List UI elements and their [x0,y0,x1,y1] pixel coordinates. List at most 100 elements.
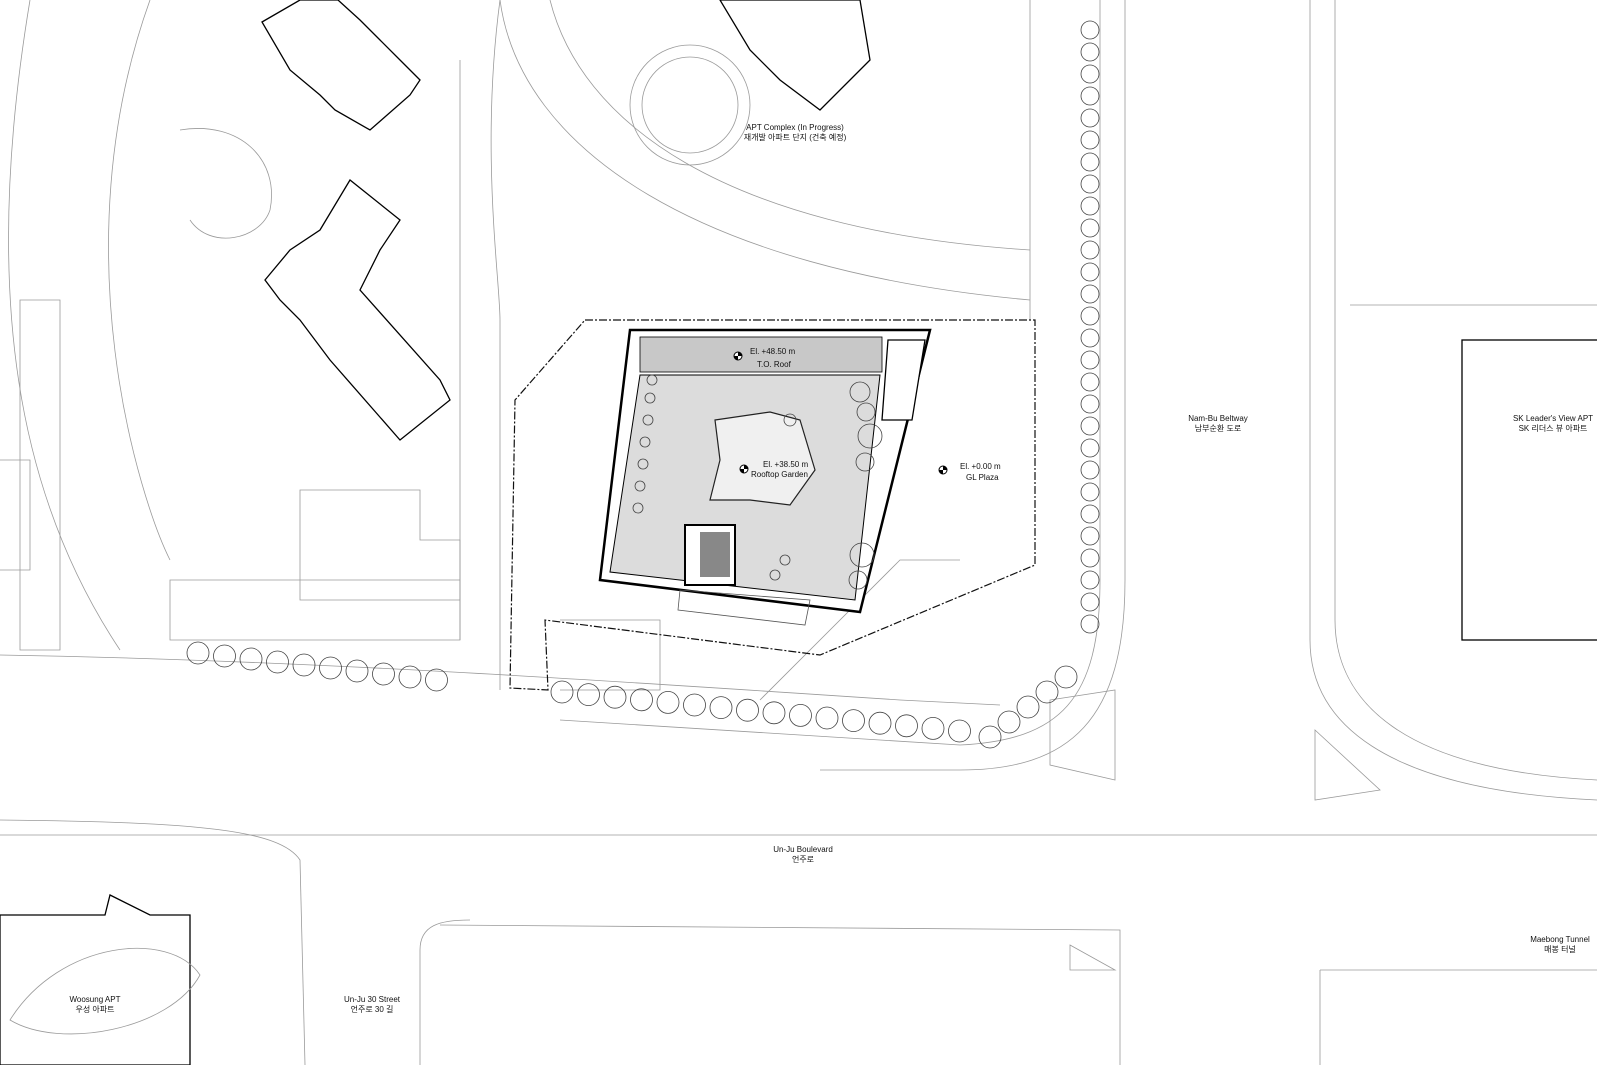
elevation-marker-roof: El. +48.50 m T.O. Roof [733,347,795,369]
tree-icon [603,685,627,709]
tree-icon [372,662,395,686]
tree-icon [1035,680,1059,704]
tree-icon [1080,218,1100,238]
tree-icon [855,452,875,472]
woosung-apartment-building [0,894,191,1065]
apt-complex-label-ko: 재개발 아파트 단지 (건축 예정) [744,132,847,142]
roof-area [639,336,883,373]
tree-icon [1080,504,1100,524]
tree-icon [345,659,369,683]
tree-icon [1080,328,1100,348]
tree-icon [921,717,945,740]
tree-icon [577,683,600,706]
tree-icon [1080,526,1100,546]
maebong-tunnel-label-ko: 매봉 터널 [1544,945,1576,954]
tree-icon [789,704,812,727]
tree-icon [186,641,210,665]
tree-icon [857,423,883,449]
maebong-tunnel-label: Maebong Tunnel [1530,935,1590,944]
tree-icon [630,688,653,712]
tree-icon [709,696,733,719]
tree-icon [1080,20,1100,40]
plaza-name: GL Plaza [966,473,999,482]
tree-icon [632,502,644,514]
tree-icon [213,644,236,668]
tree-icon [639,436,651,448]
unju-boulevard-label: Un-Ju Boulevard [773,845,833,854]
woosung-apt-label: Woosung APT [70,995,121,1004]
tree-icon [895,714,918,738]
apartment-building [719,0,871,111]
tree-icon [1016,695,1040,719]
tree-icon [1080,42,1100,62]
tree-icon [1080,438,1100,458]
tree-icon [398,665,422,689]
tree-icon [646,374,658,386]
tree-icon [239,647,263,671]
garden-elevation: El. +38.50 m [763,460,808,469]
tree-icon [762,701,786,725]
tree-icon [1080,152,1100,172]
tree-icon [1080,130,1100,150]
plaza-elevation: El. +0.00 m [960,462,1001,471]
tree-icon [848,570,868,590]
tree-icon [779,554,791,566]
tree-icon [1080,592,1100,612]
tree-icon [292,653,316,677]
apartment-building [261,0,421,131]
tree-icon [783,413,797,427]
tree-icon [1080,570,1100,590]
roof-elevation: El. +48.50 m [750,347,795,356]
sk-apt-label: SK Leader's View APT [1513,414,1593,423]
tree-icon [849,542,875,568]
tree-icon [978,725,1002,749]
elevation-marker-garden: El. +38.50 m Rooftop Garden [739,460,808,479]
tree-icon [425,668,448,692]
elevation-marker-plaza: El. +0.00 m GL Plaza [938,462,1001,482]
tree-icon [642,414,654,426]
central-building [598,328,932,626]
tree-icon [1080,416,1100,436]
sk-apt-label-ko: SK 리더스 뷰 아파트 [1519,423,1588,433]
street-trees [186,20,1100,749]
tree-icon [1080,394,1100,414]
tree-icon [769,569,781,581]
tree-icon [736,698,759,722]
roof-name: T.O. Roof [757,360,792,369]
tree-icon [1080,262,1100,282]
tree-icon [1080,306,1100,326]
tree-icon [266,650,289,674]
tree-icon [1080,64,1100,84]
tree-icon [1080,174,1100,194]
tree-icon [1080,108,1100,128]
tree-icon [1080,350,1100,370]
tree-icon [1080,548,1100,568]
tree-icon [842,709,865,732]
garden-name: Rooftop Garden [751,470,808,479]
tree-icon [1080,460,1100,480]
tree-icon [815,706,839,730]
tree-icon [550,680,574,704]
unju-boulevard-label-ko: 언주로 [792,854,814,864]
tree-icon [997,710,1021,734]
woosung-apt-label-ko: 우성 아파트 [75,1004,114,1014]
tree-icon [1080,196,1100,216]
tree-icon [1080,372,1100,392]
tree-icon [1080,284,1100,304]
tree-icon [1080,240,1100,260]
courtyard-roof [709,411,816,506]
tree-icon [634,480,646,492]
tree-icon [683,693,706,717]
tree-icon [849,381,871,403]
tree-icon [644,392,656,404]
apt-complex-label: APT Complex (In Progress) [746,123,844,132]
tree-icon [1054,665,1078,689]
tree-icon [656,691,680,714]
tree-icon [1080,614,1100,634]
garden-trees [632,374,883,590]
apartment-building [264,179,451,441]
tree-icon [1080,482,1100,502]
tree-icon [1080,86,1100,106]
